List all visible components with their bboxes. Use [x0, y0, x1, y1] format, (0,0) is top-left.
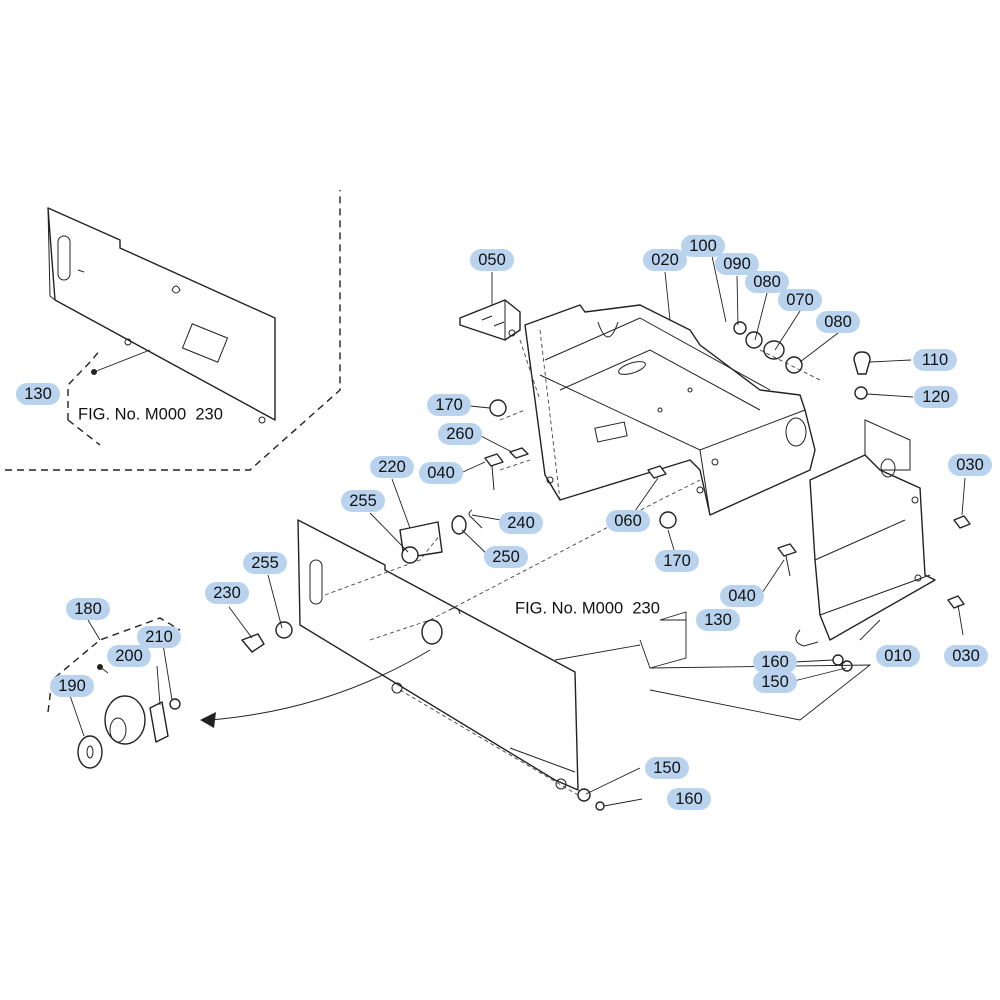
inset-panel-130: [47, 207, 276, 446]
callout-200[interactable]: 200: [107, 645, 151, 667]
inset-border: [5, 190, 341, 471]
callout-030-lower[interactable]: 030: [944, 645, 988, 667]
callout-160-right[interactable]: 160: [753, 651, 797, 673]
callout-130-main[interactable]: 130: [696, 609, 740, 631]
callout-210[interactable]: 210: [137, 626, 181, 648]
callout-150-right[interactable]: 150: [753, 671, 797, 693]
callout-255-upper[interactable]: 255: [341, 490, 385, 512]
callout-040-left[interactable]: 040: [419, 462, 463, 484]
callout-130-inset[interactable]: 130: [16, 383, 60, 405]
bracket-050: [459, 299, 521, 341]
inset-figure-reference: FIG. No. M000 230: [78, 405, 223, 424]
frame-010: [795, 419, 936, 647]
fasteners: [241, 321, 971, 811]
arrow-head: [200, 712, 216, 728]
callout-080-lower[interactable]: 080: [816, 311, 860, 333]
callout-050[interactable]: 050: [470, 249, 514, 271]
callout-080-upper[interactable]: 080: [745, 271, 789, 293]
callout-100[interactable]: 100: [681, 235, 725, 257]
callout-150-bottom[interactable]: 150: [645, 757, 689, 779]
callout-190[interactable]: 190: [50, 675, 94, 697]
callout-090[interactable]: 090: [715, 253, 759, 275]
callout-070[interactable]: 070: [778, 289, 822, 311]
callout-220[interactable]: 220: [370, 456, 414, 478]
hidden-lines: [324, 329, 821, 641]
callout-160-bottom[interactable]: 160: [667, 788, 711, 810]
callout-030-upper[interactable]: 030: [948, 454, 992, 476]
callout-060[interactable]: 060: [606, 510, 650, 532]
callout-230[interactable]: 230: [205, 582, 249, 604]
callout-255-lower[interactable]: 255: [243, 552, 287, 574]
assembly-arrow: [209, 649, 431, 721]
callout-120[interactable]: 120: [914, 386, 958, 408]
callout-040-right[interactable]: 040: [720, 585, 764, 607]
lock-assembly-180: [47, 617, 181, 769]
panel-130: [297, 519, 579, 796]
callout-260[interactable]: 260: [438, 423, 482, 445]
callout-250[interactable]: 250: [484, 546, 528, 568]
callout-170-upper[interactable]: 170: [427, 394, 471, 416]
callout-020[interactable]: 020: [643, 249, 687, 271]
callout-110[interactable]: 110: [913, 349, 957, 371]
callout-240[interactable]: 240: [499, 512, 543, 534]
callout-170-lower[interactable]: 170: [655, 550, 699, 572]
callout-180[interactable]: 180: [66, 598, 110, 620]
main-figure-reference: FIG. No. M000 230: [515, 599, 660, 618]
callout-010[interactable]: 010: [876, 645, 920, 667]
frame-020: [524, 304, 816, 516]
leader-lines: [67, 255, 966, 807]
